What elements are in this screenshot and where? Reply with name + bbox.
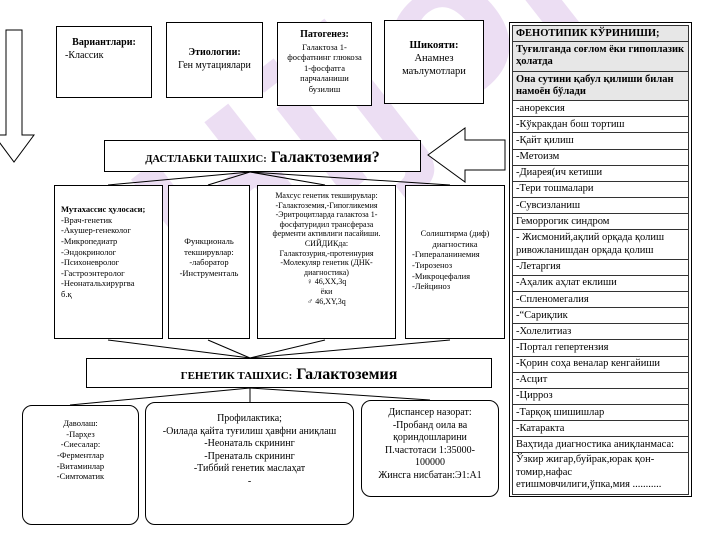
phenotype-row: -Тери тошмалари [512, 180, 689, 198]
etiology-title: Этиологии: [188, 47, 241, 58]
connector-line [249, 171, 451, 186]
phenotype-row: -Сувсизланиш [512, 196, 689, 215]
genetic-diagnosis-box: ГЕНЕТИК ТАШХИС: Галактоземия [86, 358, 492, 388]
pathogenesis-text: Галактоза 1- фосфатнинг глюкоза 1-фосфат… [287, 41, 362, 95]
phenotype-row: Ўзкир жигар,буйрак,юрак қон-томир,нафас … [512, 452, 689, 496]
specialists-text: -Врач-генетик -Акушер-генеколог -Микропе… [61, 214, 135, 299]
preliminary-diagnosis-value: Галактоземия? [270, 149, 380, 166]
genetic-diagnosis-label: ГЕНЕТИК ТАШХИС: [180, 370, 293, 382]
functional-tests-box: Функциональ текширувлар: -лаборатор -Инс… [168, 185, 250, 339]
differential-text: -Гипераланинемия -Тирозеноз -Микроцефали… [412, 249, 480, 292]
variants-title: Вариантлари: [72, 37, 136, 48]
phenotype-row: -Цирроз [512, 387, 689, 406]
phenotype-table: ФЕНОТИПИК КЎРИНИШИ; Туғилганда соғлом ёк… [509, 22, 692, 497]
differential-diagnosis-box: Солиштирма (диф) диагностика -Гипералани… [405, 185, 505, 339]
complaints-title: Шикояти: [409, 40, 459, 51]
connector-line [207, 339, 251, 359]
differential-title: Солиштирма (диф) диагностика [420, 228, 490, 249]
phenotype-row: -Тарқоқ шишишлар [512, 404, 689, 422]
phenotype-row: Геморрогик синдром [512, 213, 689, 231]
phenotype-row: -Кўкракдан бош тортиш [512, 116, 689, 134]
phenotype-row: - Жисмоний,ақлий орқада қолиш ривожланиш… [512, 229, 689, 260]
phenotype-row: -Аҳалик аҳлат еклиши [512, 274, 689, 293]
connector-line [107, 339, 251, 359]
left-arrow-icon [427, 127, 506, 183]
connector-line [107, 171, 251, 186]
phenotype-row: -Асцит [512, 371, 689, 389]
preliminary-diagnosis-label: ДАСТЛАБКИ ТАШХИС: [145, 154, 267, 165]
prevention-text: -Оилада қайта туғилиш ҳавфни аниқлаш -Не… [162, 425, 337, 487]
complaints-text: Анамнез маълумотлари [402, 53, 466, 78]
phenotype-row: Туғилганда соғлом ёки гипоплазик ҳолатда [512, 41, 689, 72]
phenotype-row: -Холелитиаз [512, 323, 689, 341]
phenotype-row: -Қорин соҳа веналар кенгайиши [512, 355, 689, 373]
connector-line [207, 171, 251, 186]
phenotype-row: -Портал гепертензия [512, 339, 689, 357]
phenotype-row: -Спленомегалия [512, 291, 689, 309]
dispensary-text: -Пробанд оила ва қориндошларини П.частот… [378, 419, 482, 481]
etiology-text: Ген мутациялари [178, 59, 251, 71]
variants-box: Вариантлари: -Классик [56, 26, 152, 98]
genetic-diagnosis-value: Галактоземия [296, 366, 398, 383]
phenotype-row: -“Сариқлик [512, 307, 689, 325]
connector-line [249, 339, 326, 359]
phenotype-row: -Метоизм [512, 148, 689, 166]
phenotype-row: -Летаргия [512, 258, 689, 276]
connector-line [249, 387, 431, 401]
special-genetic-tests-box: Махсус генетик текширувлар: -Галактоземи… [257, 185, 396, 339]
phenotype-row: Она сутини қабул қилиши билан намоён бўл… [512, 70, 689, 102]
specialists-title: Мутахассис ҳулосаси; [61, 204, 146, 214]
phenotype-row: -Қайт қилиш [512, 132, 689, 150]
treatment-box: Даволаш: -Парҳез -Сиесалар: -Ферментлар … [22, 405, 139, 525]
down-arrow-icon [0, 29, 35, 163]
connector-line [249, 171, 326, 186]
etiology-box: Этиологии: Ген мутациялари [166, 22, 263, 98]
pathogenesis-title: Патогенез: [300, 29, 349, 40]
preliminary-diagnosis-box: ДАСТЛАБКИ ТАШХИС: Галактоземия? [104, 140, 421, 172]
phenotype-row: -Катаракта [512, 420, 689, 438]
pathogenesis-box: Патогенез: Галактоза 1- фосфатнинг глюко… [277, 22, 372, 106]
phenotype-row: -анорексия [512, 100, 689, 118]
phenotype-row: -Диарея(ич кетиши [512, 164, 689, 182]
specialists-box: Мутахассис ҳулосаси; -Врач-генетик -Акуш… [54, 185, 163, 339]
phenotype-header: ФЕНОТИПИК КЎРИНИШИ; [512, 25, 689, 43]
dispensary-title: Диспансер назорат: [388, 407, 472, 418]
prevention-box: Профилактика; -Оилада қайта туғилиш ҳавф… [145, 402, 354, 525]
connector-line [249, 339, 451, 359]
connector-line [69, 387, 251, 406]
variants-text: -Классик [65, 49, 104, 61]
dispensary-box: Диспансер назорат: -Пробанд оила ва қори… [361, 400, 499, 497]
phenotype-row: Ваҳтида диагностика аниқланмаса: [512, 436, 689, 454]
prevention-title: Профилактика; [217, 413, 282, 424]
complaints-box: Шикояти: Анамнез маълумотлари [384, 20, 484, 104]
